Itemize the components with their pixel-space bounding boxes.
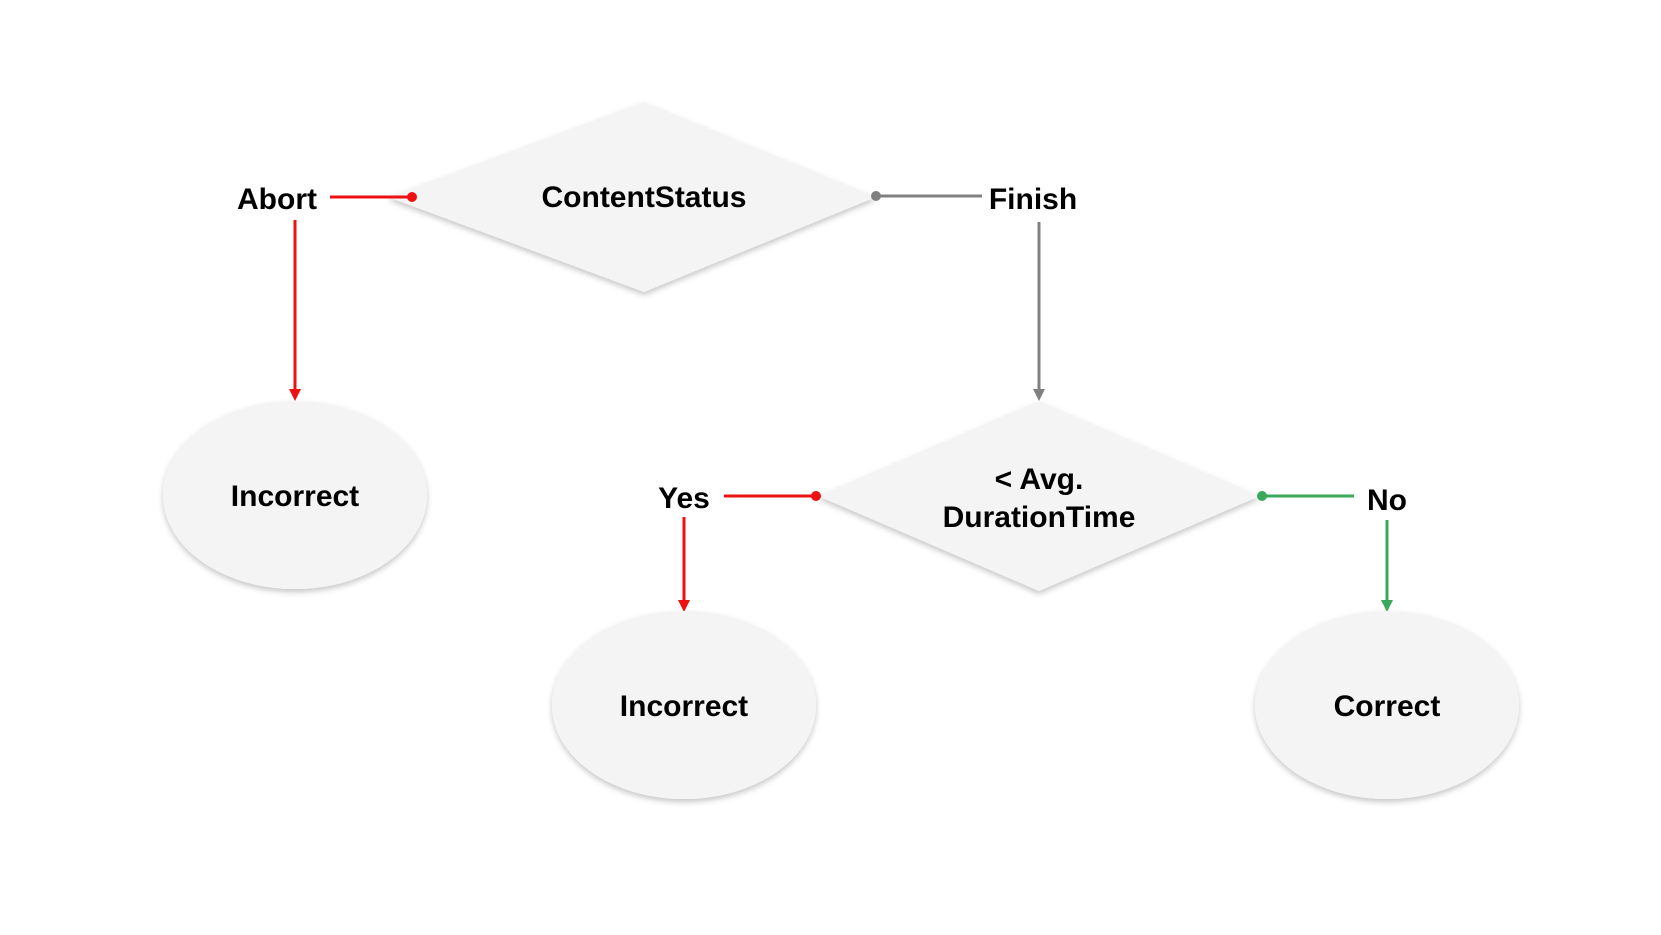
no-correct-outcome[interactable] xyxy=(1255,611,1519,799)
finish-branch-label: Finish xyxy=(989,183,1077,216)
abort-incorrect-outcome[interactable] xyxy=(163,401,427,589)
yes-connector-dot xyxy=(811,491,821,501)
abort-connector-dot xyxy=(407,192,417,202)
yes-incorrect-label: Incorrect xyxy=(620,690,748,723)
finish-arrowhead xyxy=(1033,389,1045,401)
no-branch-label: No xyxy=(1367,484,1407,517)
abort-incorrect-label: Incorrect xyxy=(231,480,359,513)
abort-branch-label: Abort xyxy=(237,183,317,216)
duration-decision[interactable] xyxy=(818,401,1260,591)
yes-branch-label: Yes xyxy=(658,482,710,515)
duration-label-line1: < Avg. xyxy=(995,463,1084,496)
no-arrowhead xyxy=(1381,600,1393,612)
abort-arrowhead xyxy=(289,389,301,401)
duration-label-line2: DurationTime xyxy=(943,501,1136,534)
yes-arrowhead xyxy=(678,600,690,612)
content-status-label: ContentStatus xyxy=(542,181,747,214)
no-correct-label: Correct xyxy=(1334,690,1441,723)
content-status-decision[interactable] xyxy=(388,102,876,292)
yes-incorrect-outcome[interactable] xyxy=(552,611,816,799)
